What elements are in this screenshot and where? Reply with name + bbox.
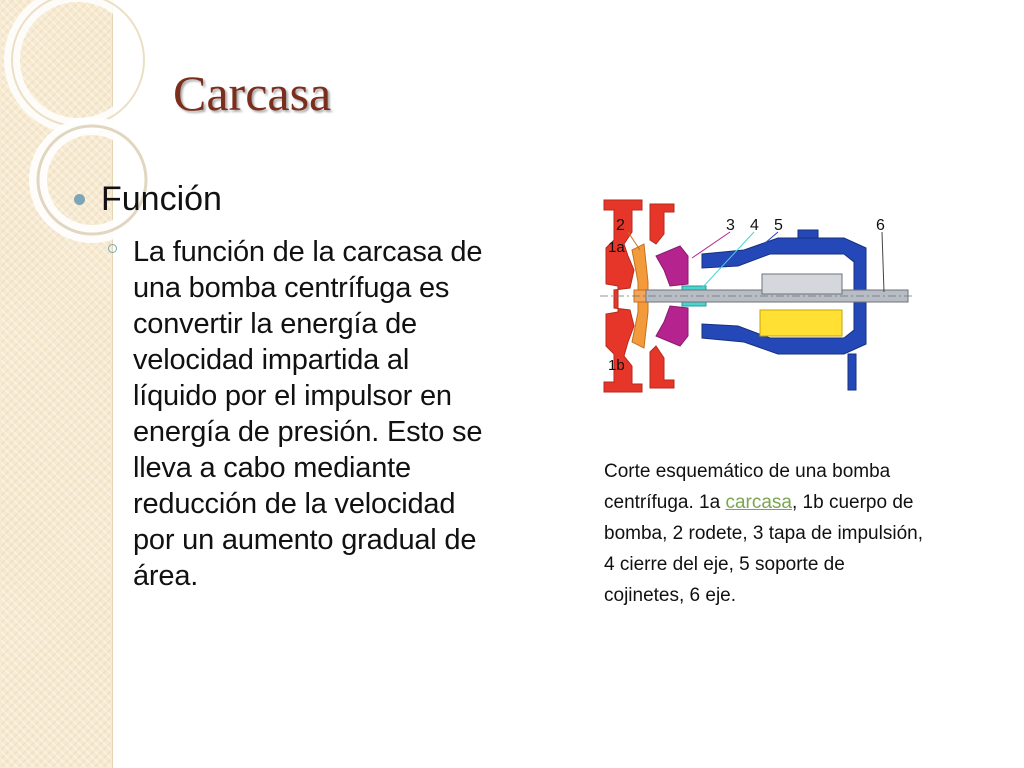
figure-caption: Corte esquemático de una bomba centrífug… — [604, 456, 924, 611]
bullet-ring-icon — [108, 244, 117, 253]
pump-cross-section-diagram: 2 1a 1b 3 4 5 6 — [594, 186, 919, 406]
label-1b: 1b — [608, 357, 625, 374]
bullet-function: Función — [74, 180, 222, 219]
slide-title: Carcasa — [173, 65, 332, 121]
label-4: 4 — [750, 217, 759, 234]
caption-text-end: , 1b cuerpo de bomba, 2 rodete, 3 tapa d… — [604, 492, 923, 606]
label-1a: 1a — [608, 239, 625, 256]
carcasa-link[interactable]: carcasa — [725, 492, 792, 513]
bullet-heading: Función — [101, 180, 222, 218]
description-text: La función de la carcasa de una bomba ce… — [133, 236, 483, 592]
label-2: 2 — [616, 217, 625, 234]
label-6: 6 — [876, 217, 885, 234]
label-5: 5 — [774, 217, 783, 234]
label-3: 3 — [726, 217, 735, 234]
bullet-dot-icon — [74, 194, 85, 205]
caption-text-start: Corte esquemático de una bomba centrífug… — [604, 461, 891, 513]
decorative-side-band — [0, 0, 113, 768]
sub-bullet-description: La función de la carcasa de una bomba ce… — [108, 234, 498, 594]
